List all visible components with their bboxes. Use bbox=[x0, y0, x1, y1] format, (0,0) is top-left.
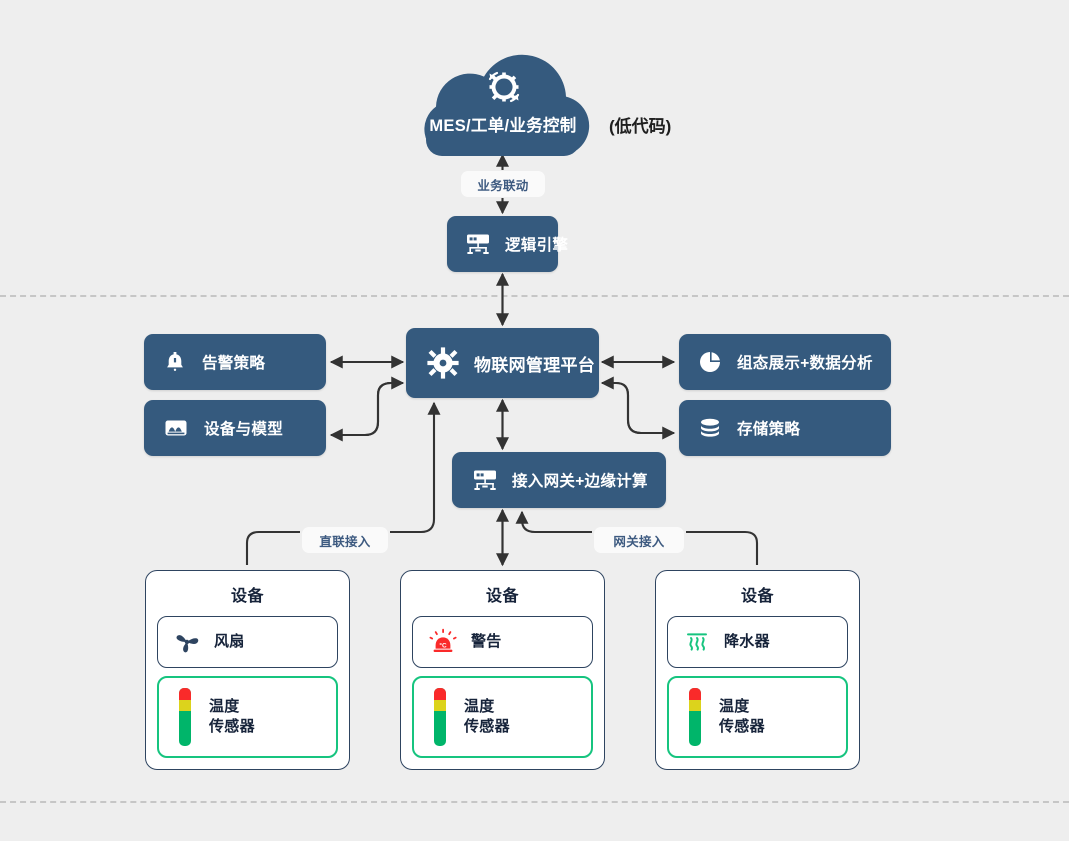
cloud-shape bbox=[424, 54, 590, 156]
device-actuator-slot[interactable]: 降水器 bbox=[667, 616, 848, 668]
gear-icon bbox=[426, 346, 460, 380]
temperature-gauge-icon bbox=[685, 687, 705, 747]
node-scada-analytics-label: 组态展示+数据分析 bbox=[737, 355, 873, 372]
fan-icon bbox=[174, 629, 200, 655]
edge-label-business-link: 业务联动 bbox=[461, 171, 545, 197]
temperature-gauge-icon bbox=[175, 687, 195, 747]
device-model-icon bbox=[164, 416, 188, 440]
node-storage-policy[interactable]: 存储策略 bbox=[679, 400, 891, 456]
device-sensor-slot[interactable]: 温度传感器 bbox=[157, 676, 338, 758]
node-access-gateway[interactable]: 接入网关+边缘计算 bbox=[452, 452, 666, 508]
server-rack-icon bbox=[472, 467, 498, 493]
device-actuator-slot[interactable]: 风扇 bbox=[157, 616, 338, 668]
device-card[interactable]: 设备 降水器 bbox=[655, 570, 860, 770]
node-device-model-label: 设备与模型 bbox=[204, 421, 284, 438]
temperature-gauge-icon bbox=[430, 687, 450, 747]
bell-icon bbox=[164, 351, 186, 373]
device-actuator-label: 警告 bbox=[471, 632, 502, 650]
node-iot-platform[interactable]: 物联网管理平台 bbox=[406, 328, 599, 398]
node-scada-analytics[interactable]: 组态展示+数据分析 bbox=[679, 334, 891, 390]
alarm-siren-icon: °C bbox=[429, 628, 457, 656]
low-code-note: (低代码) bbox=[609, 117, 672, 136]
device-sensor-slot[interactable]: 温度传感器 bbox=[412, 676, 593, 758]
node-logic-engine-label: 逻辑引擎 bbox=[505, 237, 569, 254]
cloud-label: MES/工单/业务控制 bbox=[429, 117, 577, 135]
node-logic-engine[interactable]: 逻辑引擎 bbox=[447, 216, 568, 272]
edge-label-gateway-access: 网关接入 bbox=[594, 527, 684, 553]
gear-sync-icon bbox=[483, 66, 525, 108]
device-card[interactable]: 设备 风扇 bbox=[145, 570, 350, 770]
device-card-title: 设备 bbox=[485, 588, 519, 605]
cloud-node[interactable]: MES/工单/业务控制 bbox=[404, 38, 602, 156]
band-separator-top bbox=[0, 295, 1069, 297]
node-storage-policy-label: 存储策略 bbox=[737, 421, 801, 438]
pie-chart-icon bbox=[699, 351, 721, 373]
node-alarm-policy[interactable]: 告警策略 bbox=[144, 334, 326, 390]
node-device-model[interactable]: 设备与模型 bbox=[144, 400, 326, 456]
device-card[interactable]: 设备 °C 警告 bbox=[400, 570, 605, 770]
device-card-title: 设备 bbox=[230, 588, 264, 605]
database-icon bbox=[699, 417, 721, 439]
device-actuator-label: 降水器 bbox=[724, 632, 770, 650]
device-sensor-label: 温度传感器 bbox=[464, 697, 510, 735]
device-card-title: 设备 bbox=[740, 588, 774, 605]
node-iot-platform-label: 物联网管理平台 bbox=[474, 355, 596, 375]
svg-text:°C: °C bbox=[439, 641, 447, 649]
node-access-gateway-label: 接入网关+边缘计算 bbox=[512, 473, 648, 490]
edge-label-direct-access: 直联接入 bbox=[302, 527, 388, 553]
device-sensor-label: 温度传感器 bbox=[719, 697, 765, 735]
device-sensor-slot[interactable]: 温度传感器 bbox=[667, 676, 848, 758]
band-separator-bottom bbox=[0, 801, 1069, 803]
node-alarm-policy-label: 告警策略 bbox=[202, 355, 266, 372]
server-rack-icon bbox=[465, 231, 491, 257]
device-actuator-slot[interactable]: °C 警告 bbox=[412, 616, 593, 668]
device-actuator-label: 风扇 bbox=[214, 632, 245, 650]
device-sensor-label: 温度传感器 bbox=[209, 697, 255, 735]
water-waves-icon bbox=[684, 629, 710, 655]
